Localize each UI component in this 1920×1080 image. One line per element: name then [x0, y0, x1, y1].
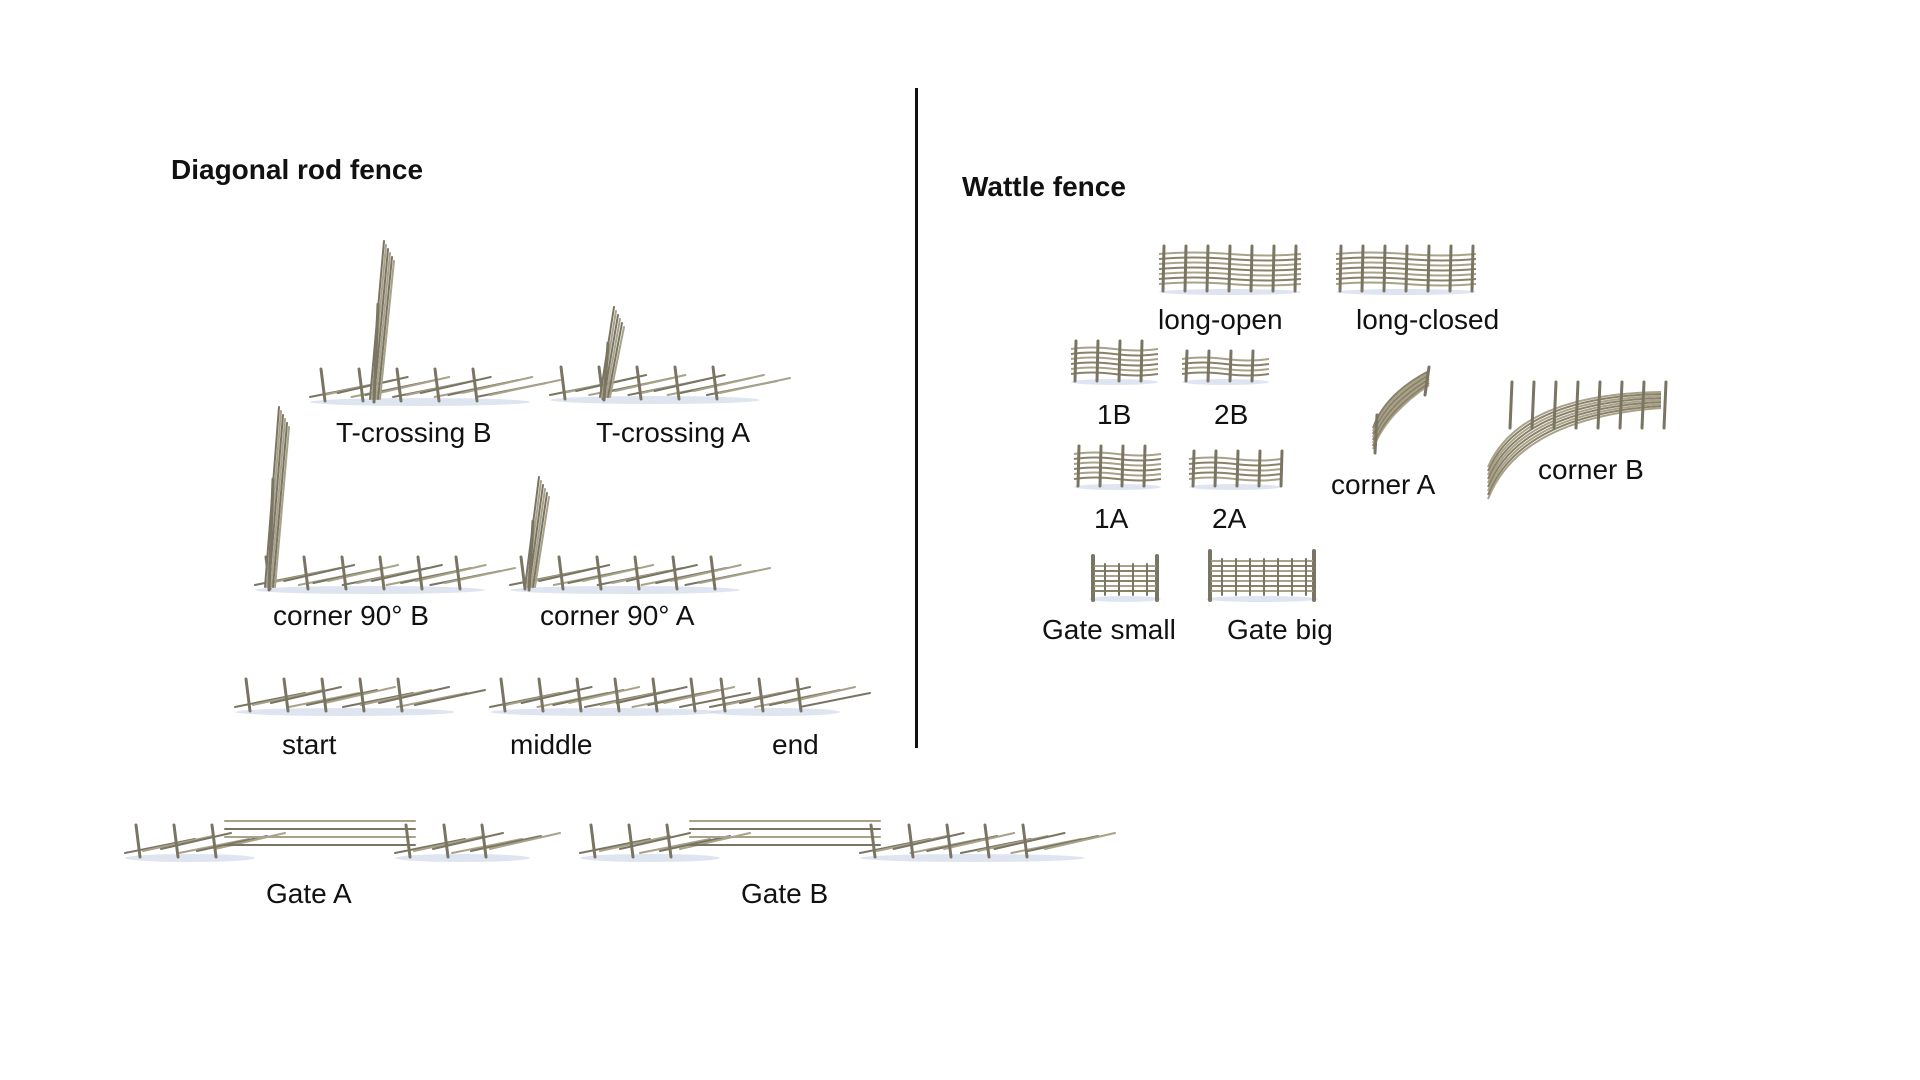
fence-corner-90-a — [509, 476, 771, 594]
label-gate-a: Gate A — [266, 878, 352, 909]
label-start: start — [282, 729, 337, 760]
section-divider — [915, 88, 918, 748]
wattle-gate-big — [1206, 549, 1318, 602]
wattle-1b — [1070, 339, 1159, 385]
diagonal-fence-title: Diagonal rod fence — [171, 154, 424, 185]
fence-gate-a — [124, 820, 561, 862]
fence-t-crossing-b — [309, 240, 561, 406]
label-1b: 1B — [1097, 399, 1132, 430]
label-1a: 1A — [1094, 503, 1129, 534]
label-gate-b: Gate B — [741, 878, 829, 909]
label-corner-90-b: corner 90° B — [273, 600, 429, 631]
label-t-crossing-b: T-crossing B — [336, 417, 492, 448]
label-2b: 2B — [1214, 399, 1249, 430]
label-gate-big: Gate big — [1227, 614, 1333, 645]
fence-middle — [489, 677, 751, 716]
wattle-fence-title: Wattle fence — [962, 171, 1126, 202]
wattle-long-open — [1158, 244, 1302, 295]
fence-t-crossing-a — [549, 306, 791, 404]
label-corner-a: corner A — [1331, 469, 1436, 500]
label-gate-small: Gate small — [1042, 614, 1176, 645]
label-long-open: long-open — [1158, 304, 1283, 335]
label-end: end — [772, 729, 819, 760]
wattle-2a — [1188, 449, 1284, 490]
wattle-long-closed — [1335, 244, 1477, 295]
wattle-corner-a — [1372, 365, 1431, 455]
fence-gate-b — [579, 820, 1116, 862]
label-middle: middle — [510, 729, 593, 760]
label-corner-90-a: corner 90° A — [540, 600, 695, 631]
wattle-gate-small — [1089, 554, 1161, 602]
fence-end — [709, 677, 871, 716]
label-2a: 2A — [1212, 503, 1247, 534]
label-corner-b: corner B — [1538, 454, 1644, 485]
wattle-2b — [1181, 349, 1270, 385]
fence-corner-90-b — [254, 406, 516, 594]
label-t-crossing-a: T-crossing A — [596, 417, 751, 448]
fence-start — [234, 677, 486, 716]
wattle-corner-b — [1487, 380, 1668, 500]
wattle-1a — [1073, 444, 1162, 490]
label-long-closed: long-closed — [1356, 304, 1500, 335]
